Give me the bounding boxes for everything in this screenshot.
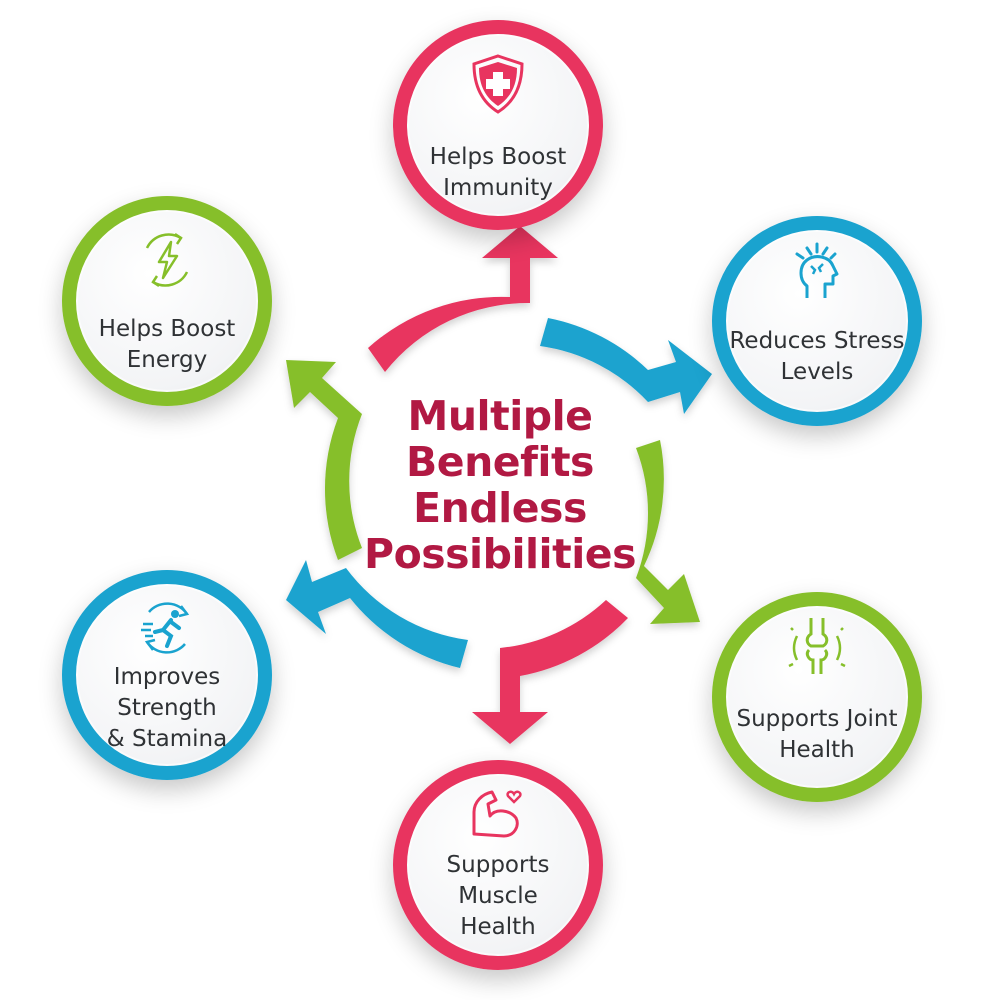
flexed-arm-heart-icon	[472, 790, 522, 838]
label-line: Health	[779, 737, 855, 763]
label-line: & Stamina	[106, 726, 228, 752]
arrow-to-immunity	[368, 226, 558, 372]
center-title: Multiple Benefits Endless Possibilities	[340, 385, 660, 585]
benefit-node-joint: Supports Joint Health	[712, 592, 922, 802]
arrow-to-joint	[636, 440, 700, 624]
label-line: Reduces Stress	[729, 328, 905, 354]
label-line: Improves	[113, 664, 221, 690]
arrow-to-energy	[286, 360, 362, 560]
shield-cross-icon	[472, 54, 524, 114]
arrow-to-strength	[286, 560, 468, 668]
running-person-icon	[141, 602, 190, 654]
label-line: Energy	[126, 347, 208, 373]
benefit-label: Helps Boost Immunity	[407, 142, 589, 204]
label-line: Health	[460, 914, 536, 940]
arrow-to-stress	[540, 318, 712, 414]
benefit-node-strength: Improves Strength & Stamina	[62, 570, 272, 780]
head-stress-icon	[795, 242, 839, 298]
center-line: Multiple	[407, 392, 593, 440]
benefit-node-muscle: Supports Muscle Health	[393, 760, 603, 970]
benefit-node-immunity: Helps Boost Immunity	[393, 20, 603, 230]
benefit-label: Supports Muscle Health	[407, 850, 589, 943]
benefit-label: Helps Boost Energy	[76, 314, 258, 376]
center-line: Benefits	[406, 438, 594, 486]
benefit-label: Reduces Stress Levels	[726, 326, 908, 388]
label-line: Helps Boost	[429, 144, 567, 170]
lightning-cycle-icon	[145, 232, 189, 288]
arrow-to-muscle	[472, 600, 628, 744]
label-line: Supports	[446, 852, 550, 878]
label-line: Supports Joint	[736, 706, 898, 732]
label-line: Muscle	[458, 883, 538, 909]
benefit-label: Improves Strength & Stamina	[76, 662, 258, 755]
benefit-node-energy: Helps Boost Energy	[62, 196, 272, 406]
label-line: Levels	[780, 359, 854, 385]
label-line: Helps Boost	[98, 316, 236, 342]
center-line: Endless	[413, 484, 587, 532]
label-line: Strength	[117, 695, 217, 721]
center-line: Possibilities	[364, 530, 636, 578]
benefit-node-stress: Reduces Stress Levels	[712, 216, 922, 426]
benefit-label: Supports Joint Health	[726, 704, 908, 766]
knee-joint-icon	[788, 618, 846, 674]
label-line: Immunity	[443, 175, 553, 201]
